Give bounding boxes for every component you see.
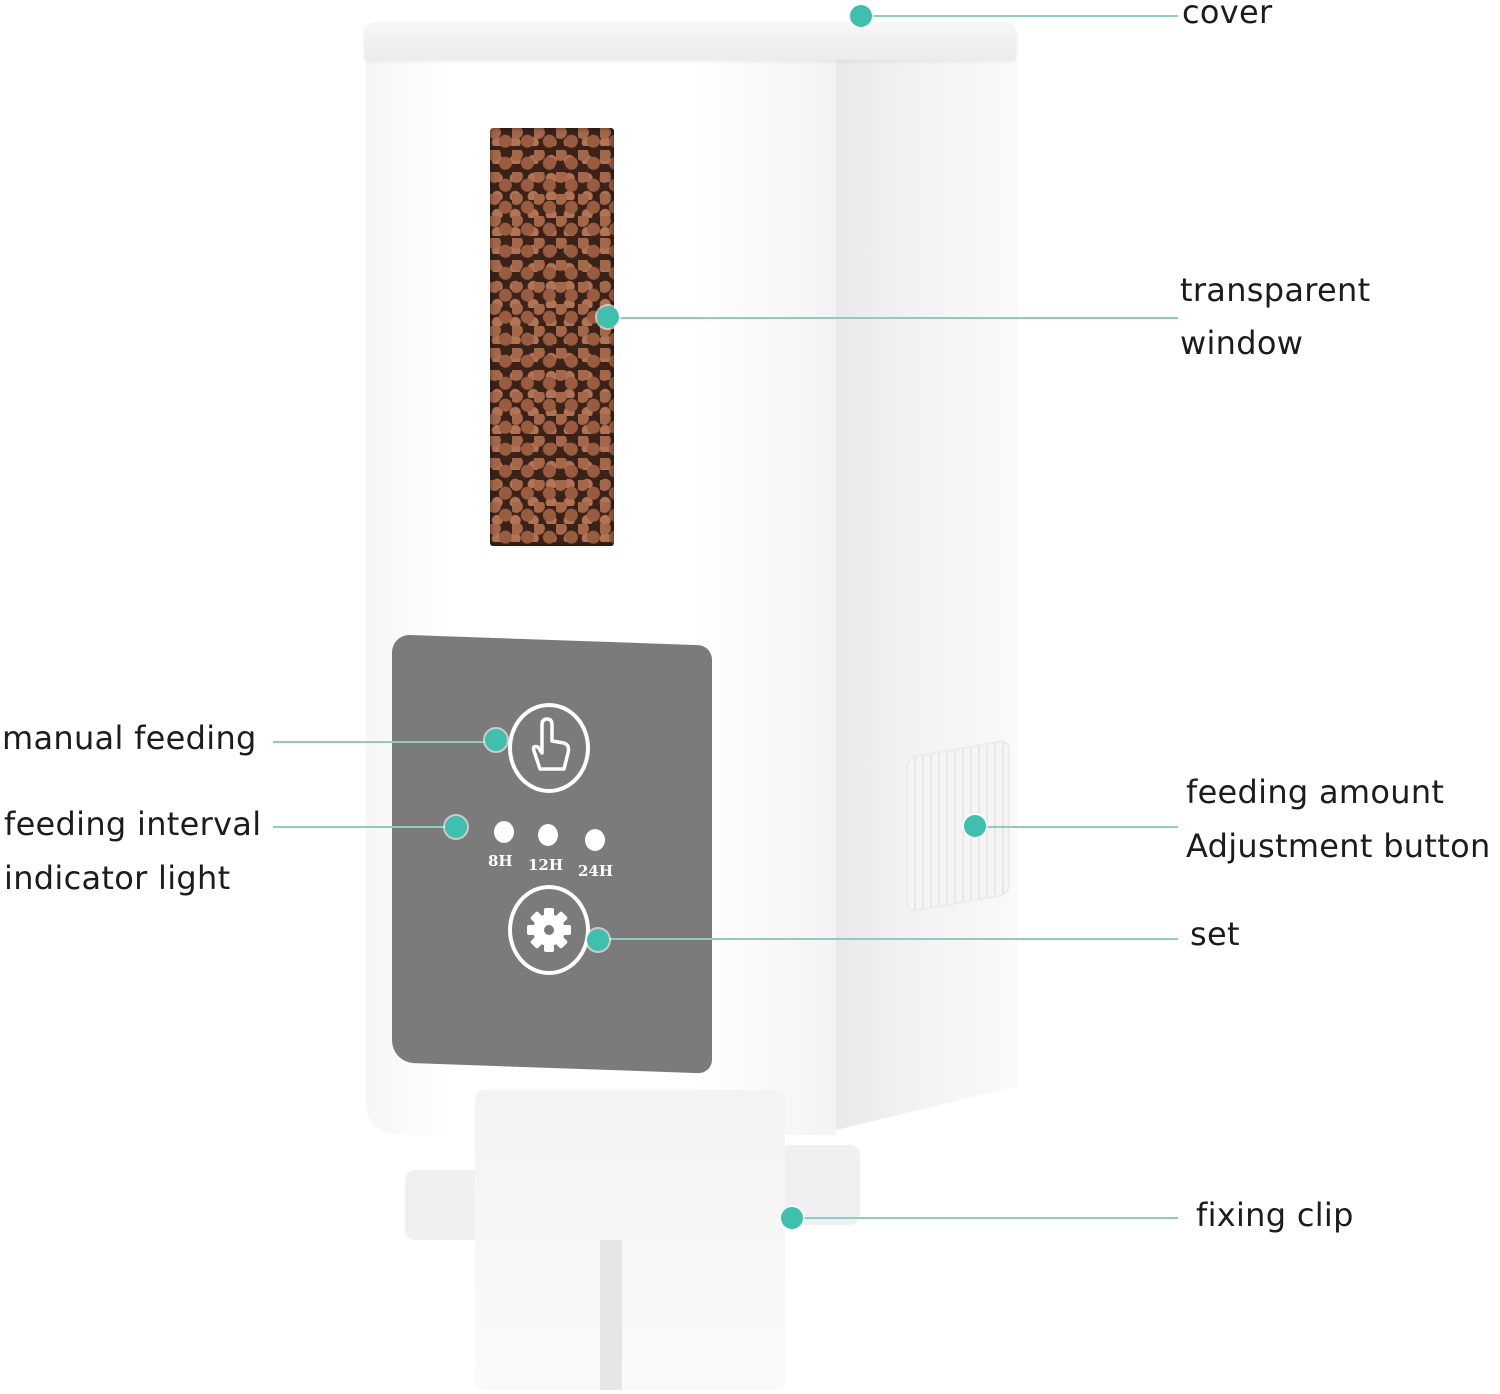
interval-label-24h: 24H <box>578 862 614 880</box>
feeder-cover <box>364 22 1016 60</box>
label-transparent-window-2: window <box>1180 324 1304 362</box>
indicator-light-12h <box>538 824 558 846</box>
amount-marker <box>964 815 986 837</box>
manual-leader-line <box>273 741 495 743</box>
interval-label-12h: 12H <box>528 856 564 874</box>
interval-label-8h: 8H <box>488 852 513 870</box>
clip-marker <box>781 1207 803 1229</box>
set-marker <box>587 929 609 951</box>
clip-leader-line <box>792 1217 1178 1219</box>
window-leader-line <box>608 317 1178 319</box>
label-feeding-amount-2: Adjustment button <box>1186 827 1491 865</box>
cover-marker <box>850 5 872 27</box>
gear-icon <box>527 908 571 952</box>
label-feeding-interval-2: indicator light <box>4 859 231 897</box>
control-panel <box>392 634 712 1074</box>
transparent-window <box>490 128 614 546</box>
feeder-side-panel <box>836 30 1018 1130</box>
indicator-light-8h <box>494 821 514 843</box>
window-marker <box>597 306 619 328</box>
label-feeding-amount-1: feeding amount <box>1186 773 1445 811</box>
interval-leader-line <box>273 826 455 828</box>
label-cover: cover <box>1182 0 1273 31</box>
label-set: set <box>1190 915 1240 953</box>
cover-leader-line <box>862 15 1178 17</box>
interval-marker <box>445 816 467 838</box>
label-manual-feeding: manual feeding <box>2 719 257 757</box>
set-button[interactable] <box>508 885 590 975</box>
label-transparent-window-1: transparent <box>1180 271 1371 309</box>
manual-feeding-marker <box>485 729 507 751</box>
manual-feeding-button[interactable] <box>508 703 590 793</box>
indicator-light-24h <box>585 829 605 851</box>
hand-pointer-icon <box>531 717 571 771</box>
label-feeding-interval-1: feeding interval <box>4 805 262 843</box>
label-fixing-clip: fixing clip <box>1196 1196 1354 1234</box>
set-leader-line <box>598 938 1178 940</box>
amount-leader-line <box>975 826 1178 828</box>
fixing-clip <box>475 1090 785 1390</box>
clip-slot <box>600 1240 622 1390</box>
